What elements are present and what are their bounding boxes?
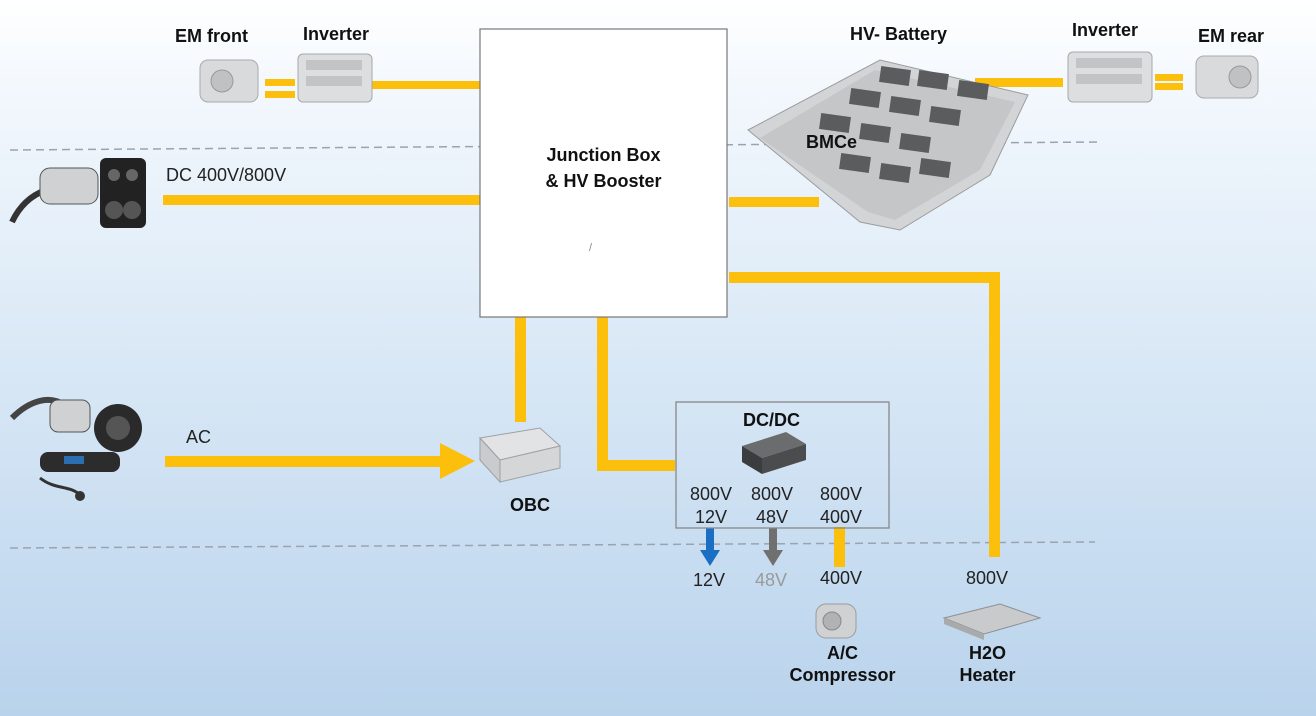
em-rear-label: EM rear <box>1198 26 1265 46</box>
inverter-front-icon <box>297 53 373 103</box>
dcdc-rating-400v-in: 800V <box>819 484 863 504</box>
em-front-icon <box>199 59 259 103</box>
h2o-heater-label-line1: H2O <box>968 643 1006 663</box>
dcdc-module-icon <box>742 432 806 474</box>
line-dcdc-to-compressor <box>834 527 845 567</box>
line-inverter-rear-to-em-rear-b <box>1155 83 1183 90</box>
dcdc-rating-12v-out: 12V <box>694 507 728 527</box>
line-em-front-link-b <box>265 91 295 98</box>
dcdc-rating-12v-in: 800V <box>689 484 733 504</box>
obc-icon <box>479 427 562 484</box>
line-junction-to-dcdc-v <box>597 316 608 471</box>
dcdc-rating-48v-in: 800V <box>750 484 794 504</box>
hv-lines <box>163 74 1183 567</box>
junction-box <box>479 28 728 318</box>
hv-battery-label: HV- Battery <box>850 24 948 44</box>
h2o-heater-label: H2O Heater <box>950 642 1025 686</box>
line-junction-to-dcdc-h <box>597 460 675 471</box>
line-junction-to-battery <box>729 197 819 207</box>
line-junction-to-obc <box>515 316 526 422</box>
ac-arrow-head <box>440 443 475 479</box>
output-12v-label: 12V <box>693 570 726 590</box>
line-junction-to-heater-v <box>989 272 1000 557</box>
line-dc-input <box>163 195 480 205</box>
ac-compressor-label-line2: Compressor <box>789 665 896 685</box>
em-rear-icon <box>1195 55 1259 99</box>
h2o-heater-label-line2: Heater <box>959 665 1016 685</box>
arrow-12v <box>700 528 720 566</box>
dcdc-rating-400v-out: 400V <box>819 507 863 527</box>
inverter-rear-icon <box>1067 51 1153 103</box>
line-ac-input <box>165 456 445 467</box>
ac-compressor-icon <box>815 603 857 639</box>
dcdc-box <box>675 401 890 529</box>
ac-compressor-label: A/C Compressor <box>780 642 905 686</box>
inverter-rear-label: Inverter <box>1072 20 1139 40</box>
ac-input-label: AC <box>186 427 212 447</box>
output-800v-label: 800V <box>966 568 1009 588</box>
output-400v-label: 400V <box>820 568 863 588</box>
dcdc-label: DC/DC <box>743 410 800 430</box>
divider-bottom <box>9 541 1096 549</box>
junction-box-mark: / <box>589 242 593 254</box>
dcdc-rating-12v: 800V 12V <box>682 483 740 529</box>
inverter-front-label: Inverter <box>303 24 370 44</box>
line-junction-to-heater-h <box>729 272 1000 283</box>
em-front-label: EM front <box>175 26 248 46</box>
junction-box-label-line2: & HV Booster <box>545 171 662 191</box>
dc-input-label: DC 400V/800V <box>166 165 287 185</box>
junction-box-label: Junction Box & HV Booster <box>480 142 727 194</box>
output-48v-label: 48V <box>755 570 788 590</box>
dcdc-rating-48v-out: 48V <box>755 507 789 527</box>
hv-battery-graphic <box>747 59 1029 231</box>
ac-compressor-label-line1: A/C <box>827 643 858 663</box>
h2o-heater-icon <box>942 603 1042 640</box>
obc-label: OBC <box>510 495 550 515</box>
bmce-label: BMCe <box>806 132 858 152</box>
line-em-front-link-a <box>265 79 295 86</box>
junction-box-label-line1: Junction Box <box>546 145 661 165</box>
line-battery-to-inverter-rear <box>975 78 1063 87</box>
line-inverter-front-to-junction <box>372 81 480 89</box>
dcdc-rating-48v: 800V 48V <box>743 483 801 529</box>
dcdc-rating-400v: 800V 400V <box>812 483 870 529</box>
ac-charging-plug-icon <box>9 396 142 501</box>
line-inverter-rear-to-em-rear-a <box>1155 74 1183 81</box>
arrow-48v <box>763 528 783 566</box>
dc-charging-plug-icon <box>9 158 146 228</box>
